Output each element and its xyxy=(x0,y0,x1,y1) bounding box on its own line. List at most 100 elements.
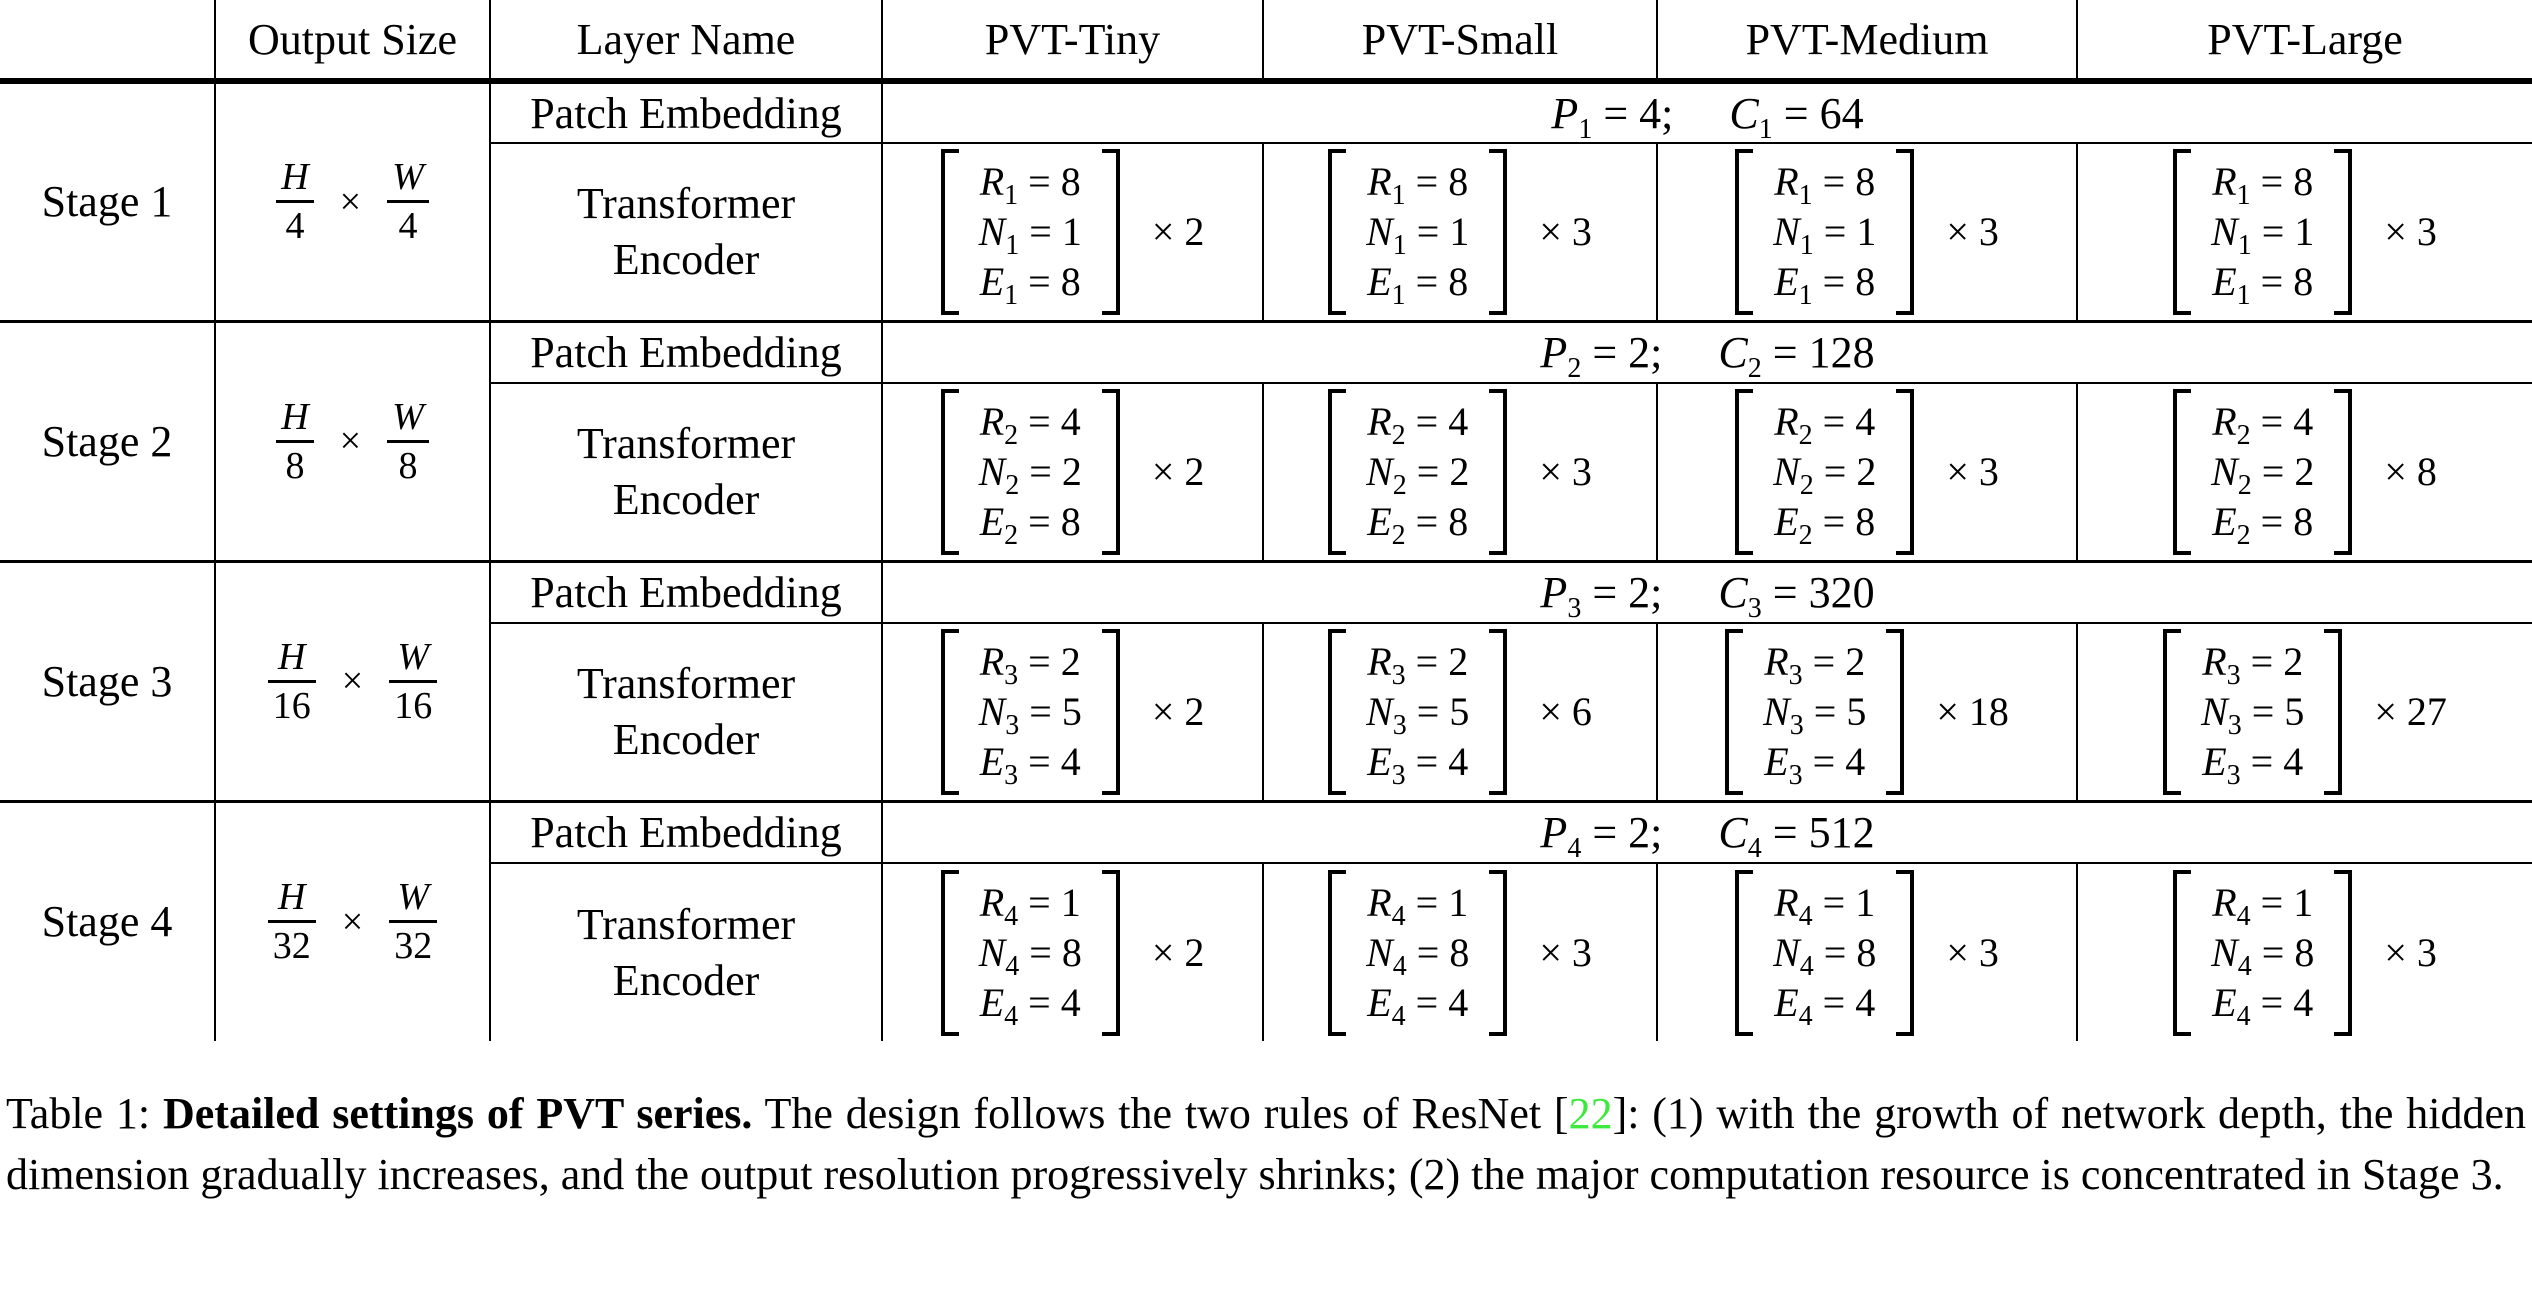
math-value: 8 xyxy=(1060,498,1081,544)
equals-sign: = xyxy=(1019,688,1062,734)
math-subscript: 1 xyxy=(1005,229,1020,261)
matrix-row: R2 = 4 xyxy=(1773,397,1876,450)
math-variable: R xyxy=(979,879,1005,925)
patch-embedding-term: C1 = 64 xyxy=(1729,88,1864,143)
matrix-row: E2 = 8 xyxy=(1773,497,1876,550)
math-value: 64 xyxy=(1819,88,1864,138)
math-variable: N xyxy=(978,448,1006,494)
fraction-bar xyxy=(267,920,316,924)
fraction-bar xyxy=(267,679,316,683)
block-multiplier: × 2 xyxy=(1151,209,1205,255)
matrix-row: E3 = 4 xyxy=(2201,737,2304,790)
equals-sign: = xyxy=(1812,498,1856,544)
math-subscript: 3 xyxy=(1788,659,1803,691)
equals-sign: = xyxy=(1581,327,1629,377)
header-empty-cell xyxy=(0,0,215,84)
layer-name-transformer-encoder: Transformer Encoder xyxy=(489,383,882,563)
right-bracket xyxy=(1101,148,1120,315)
math-subscript: 4 xyxy=(2237,950,2252,982)
header-pvt-medium: PVT-Medium xyxy=(1656,0,2077,84)
caption-bold-title: Detailed settings of PVT series. xyxy=(162,1089,753,1138)
equals-sign: = xyxy=(1018,398,1061,444)
block-multiplier: × 2 xyxy=(1151,449,1205,495)
math-subscript: 3 xyxy=(1005,709,1020,741)
fraction-numerator: H xyxy=(281,156,309,199)
matrix-row: E1 = 8 xyxy=(979,257,1082,310)
matrix-row: R3 = 2 xyxy=(1366,637,1469,690)
math-subscript: 3 xyxy=(1789,709,1804,741)
left-bracket xyxy=(1328,628,1347,795)
math-subscript: 2 xyxy=(1004,419,1019,451)
matrix-row: R3 = 2 xyxy=(2201,637,2304,690)
math-variable: E xyxy=(979,498,1005,544)
math-variable: E xyxy=(979,258,1005,304)
matrix-row: R3 = 2 xyxy=(979,637,1082,690)
patch-embedding-values: P1 = 4;C1 = 64 xyxy=(881,81,2532,144)
math-value: 1 xyxy=(1449,208,1470,254)
equals-sign: = xyxy=(1405,258,1449,304)
left-bracket xyxy=(2173,869,2192,1036)
math-value: 2 xyxy=(1845,638,1866,684)
math-value: 1 xyxy=(1855,879,1876,925)
equals-sign: = xyxy=(1018,498,1061,544)
equals-sign: = xyxy=(1812,258,1856,304)
right-bracket xyxy=(1489,148,1508,315)
math-subscript: 4 xyxy=(1004,1000,1019,1032)
math-subscript: 4 xyxy=(1567,832,1582,864)
math-value: 1 xyxy=(2294,208,2315,254)
math-subscript: 1 xyxy=(1798,279,1813,311)
matrix-row: N3 = 5 xyxy=(1763,687,1866,740)
block-multiplier: × 3 xyxy=(1539,209,1592,255)
math-value: 8 xyxy=(1060,258,1081,304)
times-sign: × xyxy=(341,900,364,943)
equals-sign: = xyxy=(2250,258,2294,304)
table-caption: Table 1: Detailed settings of PVT series… xyxy=(0,1083,2532,1205)
math-variable: E xyxy=(2212,979,2237,1025)
math-subscript: 2 xyxy=(1567,352,1582,384)
equals-sign: = xyxy=(2250,879,2294,925)
fraction-denominator: 16 xyxy=(272,684,311,727)
math-variable: N xyxy=(2211,208,2238,254)
equals-sign: = xyxy=(1813,448,1857,494)
equals-sign: = xyxy=(2250,979,2294,1025)
math-value: 2 xyxy=(1060,638,1081,684)
header-pvt-large: PVT-Large xyxy=(2076,0,2532,84)
fraction-bar xyxy=(387,439,429,443)
math-value: 2 xyxy=(1061,448,1082,494)
right-bracket xyxy=(1896,148,1915,315)
block-multiplier: × 3 xyxy=(1946,930,1999,975)
math-subscript: 4 xyxy=(1392,950,1407,982)
math-subscript: 1 xyxy=(1798,179,1813,211)
left-bracket xyxy=(1328,869,1347,1036)
right-bracket xyxy=(1101,869,1120,1036)
math-value: 1 xyxy=(1448,879,1469,925)
math-value: 8 xyxy=(1855,158,1876,204)
matrix-row: N1 = 1 xyxy=(2211,207,2315,260)
math-value: 8 xyxy=(1855,258,1876,304)
matrix-row: E4 = 4 xyxy=(1773,978,1876,1031)
stage-label: Stage 4 xyxy=(41,897,173,947)
math-variable: P xyxy=(1540,567,1568,617)
math-value: 320 xyxy=(1808,567,1875,617)
matrix-row: N2 = 2 xyxy=(2211,447,2314,500)
